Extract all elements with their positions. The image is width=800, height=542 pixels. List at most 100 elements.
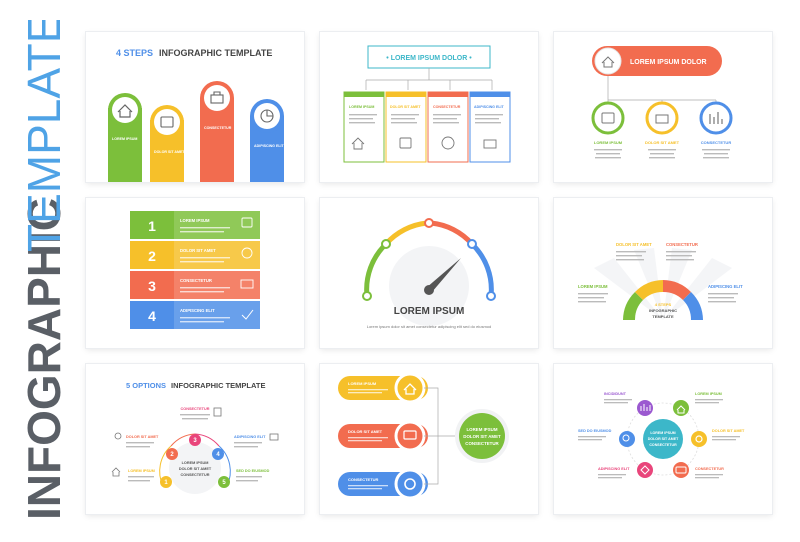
card4-label-2: DOLOR SIT AMET [180, 248, 216, 253]
card6-seg-green [623, 292, 643, 320]
chat-icon [675, 466, 687, 474]
pie-chart-icon [441, 136, 455, 150]
template-card-pills[interactable]: LOREM IPSUM DOLOR SIT AMET CONSECTETUR L… [320, 364, 538, 514]
card8-placeholder-lines [348, 389, 388, 490]
card5-arc-yellow [384, 220, 428, 246]
card3-blue-circle [699, 101, 733, 135]
card4-label-1: LOREM IPSUM [180, 218, 210, 223]
card1-label-2: DOLOR SIT AMET [154, 150, 185, 154]
house-icon [111, 467, 121, 477]
sidebar-title-graphic: INFOGRAPHIC TEMPLATES [18, 0, 70, 520]
house-icon [601, 56, 615, 68]
card7-number-3: 3 [193, 438, 197, 444]
card6-placeholder-lines [578, 251, 738, 303]
card8-label-1: LOREM IPSUM [348, 381, 377, 386]
card8-connectors [424, 387, 456, 485]
card4-number-4: 4 [148, 308, 156, 324]
card9-label-3: SED DO EIUSMOD [578, 429, 612, 433]
card7-placeholder-lines [126, 414, 262, 482]
house-icon [117, 104, 133, 118]
card5-arc-blue [470, 242, 494, 297]
template-card-4-steps[interactable]: 4 STEPS INFOGRAPHIC TEMPLATE LOREM IPSUM… [86, 32, 304, 182]
card4-number-2: 2 [148, 248, 156, 264]
calendar-icon [241, 217, 253, 228]
briefcase-icon [240, 279, 254, 289]
card9-label-6: CONSECTETUR [695, 467, 724, 471]
document-icon [213, 407, 222, 417]
template-card-org[interactable]: LOREM IPSUM DOLOR LOREM IPSUM DOLOR SIT … [554, 32, 772, 182]
card7-center-circle [169, 442, 221, 494]
briefcase-icon [210, 94, 224, 104]
card7-label-2: DOLOR SIT AMET [126, 435, 159, 439]
card6-label-4: ADIPISCING ELIT [708, 284, 743, 289]
card9-center-3: CONSECTETUR [649, 443, 677, 447]
template-card-hierarchy[interactable]: • LOREM IPSUM DOLOR • LOREM IPSUM DOLOR … [320, 32, 538, 182]
card4-row-4: 4 ADIPISCING ELIT [130, 301, 260, 329]
briefcase-icon [655, 114, 669, 124]
card1-label-1: LOREM IPSUM [112, 137, 137, 141]
card6-seg-orange [663, 280, 691, 300]
card4-row-3: 3 CONSECTETUR [130, 271, 260, 299]
card9-node-pink [637, 462, 653, 478]
gear-icon [404, 478, 416, 490]
diamond-icon [640, 465, 650, 475]
card7-label-1: CONSECTETUR [181, 407, 210, 411]
card9-node-orange [673, 462, 689, 478]
card9-node-blue [619, 431, 635, 447]
card6-center-1: 4 STEPS [655, 302, 672, 307]
sidebar-word-infographic: INFOGRAPHIC [18, 198, 70, 520]
search-icon [622, 434, 630, 442]
card3-label-3: CONSECTETUR [701, 140, 732, 145]
gear-icon [695, 435, 703, 443]
card2-orange-box [428, 92, 468, 97]
template-card-5-options[interactable]: 5 OPTIONS INFOGRAPHIC TEMPLATE 1 2 3 4 5… [86, 364, 304, 514]
template-card-semicircle[interactable]: 4 STEPS INFOGRAPHIC TEMPLATE LOREM IPSUM… [554, 198, 772, 348]
template-card-cycle[interactable]: LOREM IPSUM DOLOR SIT AMET CONSECTETUR I… [554, 364, 772, 514]
sidebar-title: INFOGRAPHIC TEMPLATES [12, 0, 72, 520]
card9-label-4: DOLOR SIT AMET [712, 429, 745, 433]
card7-number-5: 5 [222, 480, 226, 486]
card5-arc-orange [430, 220, 474, 246]
house-icon [351, 137, 365, 150]
card8-center-1: LOREM IPSUM [467, 427, 498, 432]
card7-center-3: CONSECTETUR [181, 473, 210, 477]
card1-label-3: CONSECTETUR [204, 126, 232, 130]
house-icon [403, 383, 417, 395]
card2-label-4: ADIPISCING ELIT [474, 105, 505, 109]
card1-steps-label: 4 STEPS [116, 48, 153, 58]
template-card-numbered-list[interactable]: 1 LOREM IPSUM 2 DOLOR SIT AMET 3 CONSECT… [86, 198, 304, 348]
card6-center-2: INFOGRAPHIC [649, 308, 677, 313]
card3-placeholder-lines [594, 149, 730, 159]
card2-label-3: CONSECTETUR [433, 105, 461, 109]
card2-blue-box [470, 92, 510, 97]
card5-arc-green [364, 242, 388, 297]
chart-icon [709, 112, 723, 124]
calendar-icon [160, 116, 174, 128]
card9-placeholder-lines [578, 399, 740, 479]
card9-node-green [673, 400, 689, 416]
card3-label-1: LOREM IPSUM [594, 140, 623, 145]
card9-label-1: INCIDIDUNT [604, 392, 627, 396]
card3-title: LOREM IPSUM DOLOR [630, 59, 707, 66]
pie-chart-icon [241, 247, 253, 259]
card9-center-circle [643, 419, 683, 459]
card7-number-1: 1 [164, 480, 168, 486]
card9-label-5: ADIPISCING ELIT [598, 467, 630, 471]
card2-label-1: LOREM IPSUM [349, 105, 374, 109]
card3-yellow-circle [645, 101, 679, 135]
card5-title: LOREM IPSUM [394, 306, 465, 317]
card4-number-1: 1 [148, 218, 156, 234]
card2-title: • LOREM IPSUM DOLOR • [386, 55, 472, 62]
card7-label-4: LOREM IPSUM [128, 469, 155, 473]
card7-center-1: LOREM IPSUM [182, 461, 209, 465]
chat-icon [403, 430, 417, 440]
card9-label-2: LOREM IPSUM [695, 392, 722, 396]
card6-seg-blue [683, 292, 703, 320]
template-card-gauge[interactable]: LOREM IPSUM Lorem ipsum dolor sit amet c… [320, 198, 538, 348]
card9-node-purple [637, 400, 653, 416]
house-icon [676, 405, 686, 414]
card7-label-3: ADIPISCING ELIT [234, 435, 266, 439]
card3-title-pill [592, 46, 722, 76]
calendar-icon [399, 137, 412, 149]
check-icon [241, 309, 254, 320]
